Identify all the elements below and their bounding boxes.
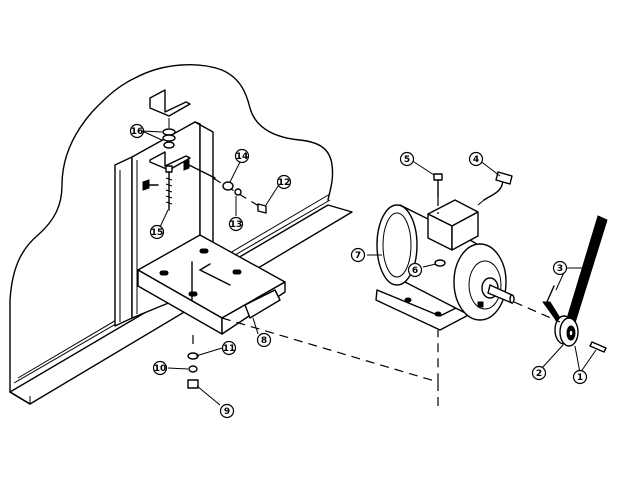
svg-text:6: 6	[412, 266, 418, 276]
svg-text:1: 1	[577, 373, 583, 383]
svg-text:8: 8	[261, 336, 267, 346]
svg-text:9: 9	[224, 407, 230, 417]
svg-text:2: 2	[536, 369, 542, 379]
callout-4: 4	[468, 151, 484, 167]
callout-11: 11	[221, 340, 237, 356]
callout-10: 10	[152, 360, 168, 376]
svg-text:14: 14	[236, 152, 249, 162]
callout-14: 14	[234, 148, 250, 164]
washer-stack	[162, 118, 176, 149]
callout-16: 16	[129, 123, 145, 139]
electric-motor	[375, 199, 515, 331]
callout-8: 8	[256, 332, 272, 348]
svg-text:16: 16	[131, 127, 144, 137]
callout-13: 13	[228, 216, 244, 232]
long-bolt	[165, 165, 173, 211]
cable-grommet	[477, 171, 513, 206]
side-fastener-chain	[212, 177, 267, 214]
bottom-fasteners	[187, 335, 199, 389]
svg-text:15: 15	[151, 228, 164, 238]
post-bolts	[142, 159, 216, 191]
top-bracket	[149, 89, 191, 171]
leader-lines	[141, 130, 597, 406]
pulley-key	[589, 341, 607, 353]
motor-platform	[137, 234, 286, 335]
svg-text:4: 4	[473, 155, 479, 165]
svg-text:12: 12	[278, 178, 291, 188]
wall-outline	[9, 64, 334, 393]
callout-9: 9	[219, 403, 235, 419]
svg-text:10: 10	[154, 364, 167, 374]
callout-12: 12	[276, 174, 292, 190]
svg-text:7: 7	[355, 251, 361, 261]
callout-5: 5	[399, 151, 415, 167]
callout-3: 3	[552, 260, 568, 276]
motor-nut	[434, 259, 446, 267]
callout-1: 1	[572, 369, 588, 385]
callout-15: 15	[149, 224, 165, 240]
svg-text:11: 11	[223, 344, 236, 354]
callout-2: 2	[531, 365, 547, 381]
drive-belt	[542, 215, 608, 327]
motor-pulley	[513, 301, 579, 347]
callout-6: 6	[407, 262, 423, 278]
callout-7: 7	[350, 247, 366, 263]
svg-text:5: 5	[404, 155, 410, 165]
motor-screw	[433, 173, 443, 214]
motor-alignment-line	[221, 317, 439, 383]
svg-text:13: 13	[230, 220, 243, 230]
svg-text:3: 3	[557, 264, 563, 274]
